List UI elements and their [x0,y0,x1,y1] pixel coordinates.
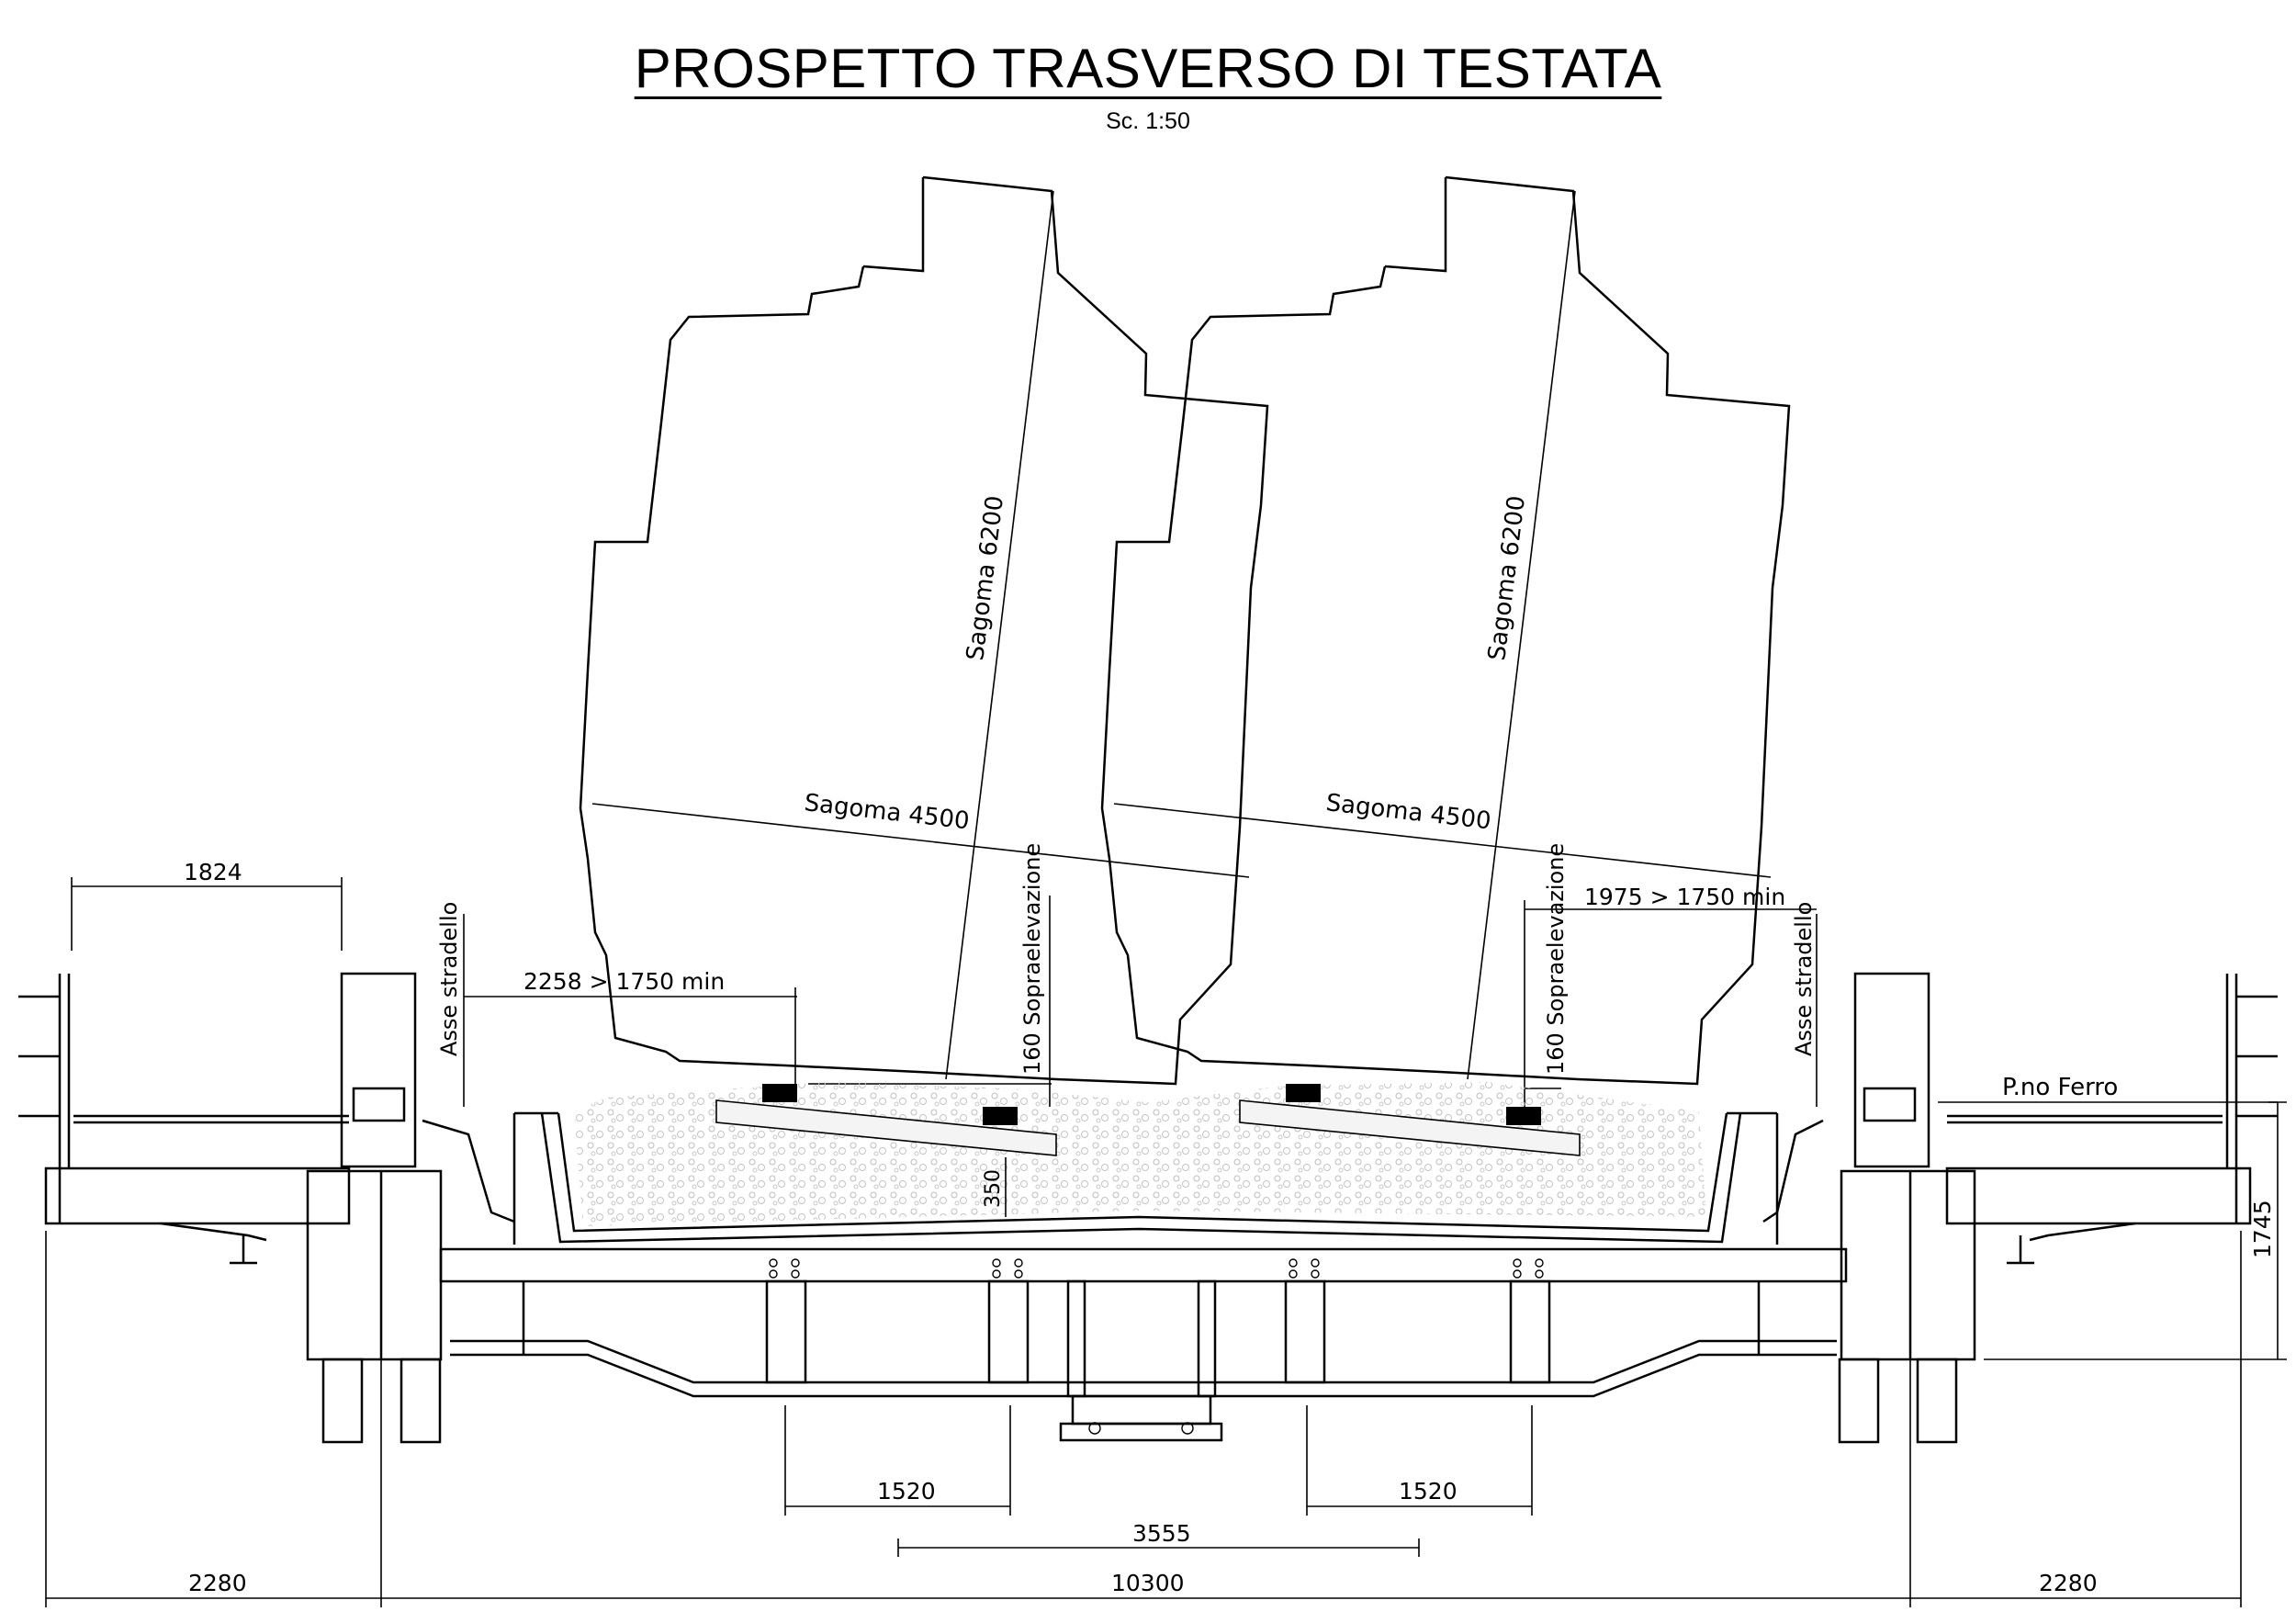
drawing-title: PROSPETTO TRASVERSO DI TESTATA [634,38,1662,99]
span-left-dimension: 2280 [188,1570,247,1596]
left-walkway [18,974,351,1265]
span-right-dimension: 2280 [2039,1570,2098,1596]
rails [762,1084,1541,1125]
rail-level-label: P.no Ferro [2002,1074,2118,1101]
superelevation-label-right: 160 Sopraelevazione [1543,843,1569,1075]
clearance-gauge-left [579,175,1269,1086]
superelevation-label-left: 160 Sopraelevazione [1019,843,1045,1075]
left-clearance-dimension: 2258 > 1750 min [523,968,725,995]
dimension-lines [45,877,2287,1607]
clearance-gauge-right [1100,175,1791,1086]
walkway-axis-label-right: Asse stradello [1791,902,1817,1056]
right-pier [1762,972,1976,1444]
right-walkway [1945,974,2278,1265]
concrete-trough [512,1111,1779,1245]
sidewalk-width-dimension: 1824 [184,859,242,885]
deck-height-dimension: 1745 [2249,1200,2276,1258]
track-gauge-left-dimension: 1520 [877,1478,936,1505]
scale-label: Sc. 1:50 [1106,108,1190,134]
sleepers [715,1099,1581,1156]
sagoma-width-label-left: Sagoma 4500 [803,789,971,835]
clearance-dimension-lines [464,908,1817,1088]
sagoma-height-label-left: Sagoma 6200 [962,494,1009,662]
span-main-dimension: 10300 [1111,1570,1185,1596]
bolt-groups [769,1258,1544,1435]
right-clearance-dimension: 1975 > 1750 min [1584,884,1785,910]
deck-structure [439,1247,1848,1442]
left-pier [306,972,515,1444]
walkway-axis-label-left: Asse stradello [436,902,462,1056]
superelevation-markers [808,896,1561,1111]
clearance-gauge-left-centreline [591,190,1250,1080]
sagoma-height-label-right: Sagoma 6200 [1483,494,1531,662]
track-spacing-dimension: 3555 [1132,1520,1191,1547]
ballast-depth-label: 350 [982,1169,1005,1208]
sagoma-width-label-right: Sagoma 4500 [1324,789,1492,835]
track-gauge-right-dimension: 1520 [1399,1478,1458,1505]
clearance-gauge-right-centreline [1113,190,1772,1080]
